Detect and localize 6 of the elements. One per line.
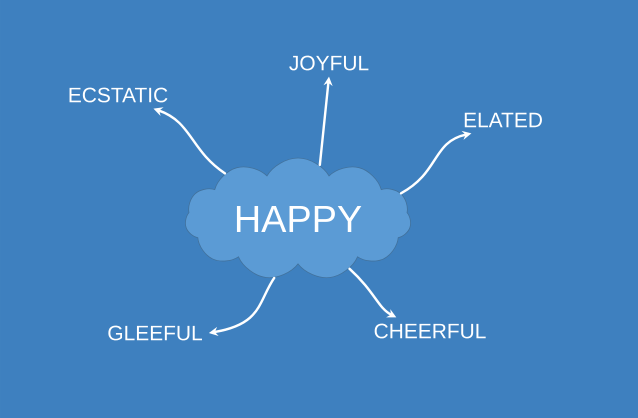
word-label: ECSTATIC bbox=[70, 88, 168, 102]
cloud: HAPPY bbox=[185, 158, 411, 278]
word-label: GLEEFUL bbox=[108, 326, 202, 340]
word-label: ELATED bbox=[464, 112, 542, 128]
word-label: JOYFUL bbox=[289, 56, 368, 70]
word-label: CHEERFUL bbox=[374, 324, 486, 338]
